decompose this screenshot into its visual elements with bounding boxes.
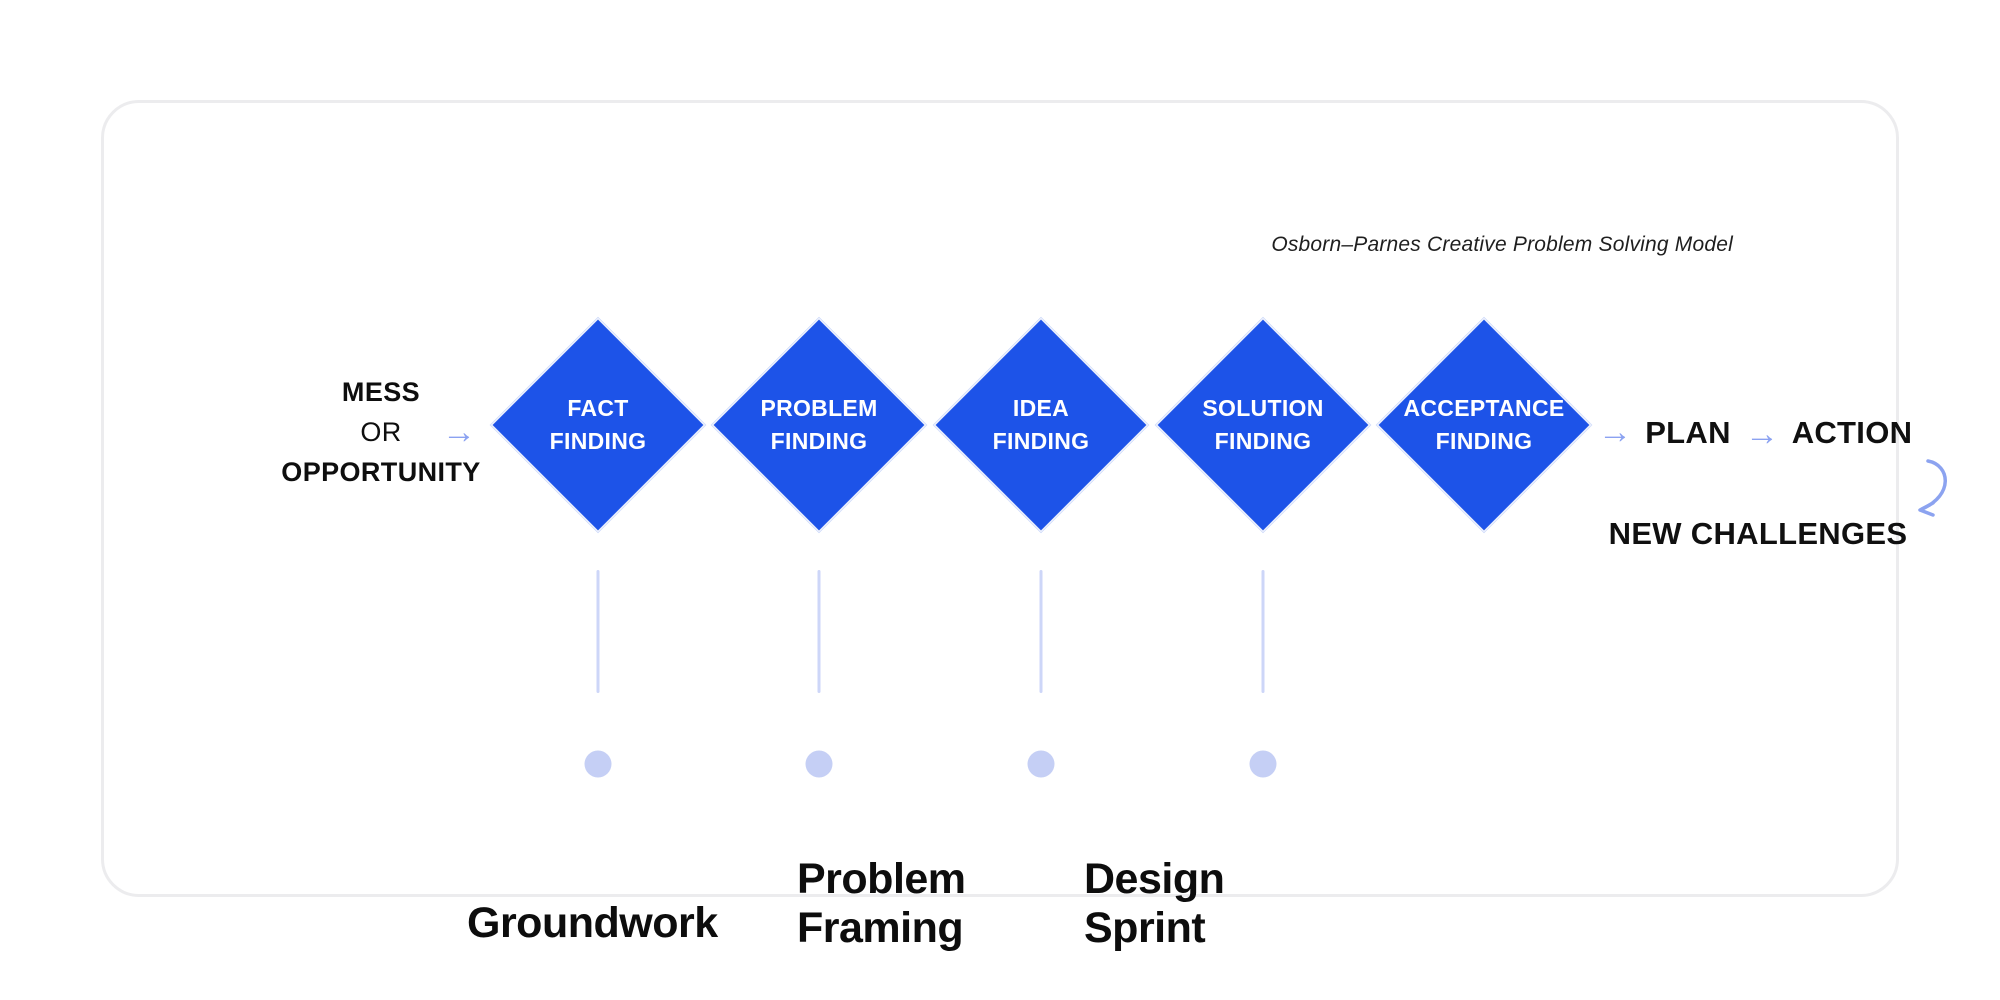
phase-label-line: Framing bbox=[797, 904, 964, 952]
arrow-right-icon: → bbox=[442, 413, 476, 451]
stage-label: PROBLEM FINDING bbox=[709, 392, 929, 458]
stage-label-line1: ACCEPTANCE bbox=[1403, 395, 1565, 421]
arrow-right-icon: → bbox=[1745, 415, 1779, 453]
stage-label-line2: FINDING bbox=[770, 428, 868, 454]
connector-dot bbox=[1249, 750, 1277, 778]
start-line-mess: MESS bbox=[341, 377, 421, 407]
stage-label: IDEA FINDING bbox=[931, 392, 1151, 458]
stage-label-line2: FINDING bbox=[549, 428, 647, 454]
diagram-card: Osborn–Parnes Creative Problem Solving M… bbox=[101, 100, 1947, 952]
stage-label-line2: FINDING bbox=[992, 428, 1090, 454]
connector-line bbox=[1039, 570, 1043, 693]
connector-line bbox=[817, 570, 821, 693]
stage-label: SOLUTION FINDING bbox=[1153, 392, 1373, 458]
arrow-right-icon: → bbox=[1598, 413, 1632, 451]
phase-label-line: Design bbox=[1084, 855, 1225, 903]
connector-dot bbox=[1027, 750, 1055, 778]
connector-line bbox=[1261, 570, 1265, 693]
phase-label-line: Sprint bbox=[1084, 904, 1206, 952]
diagram-title: Osborn–Parnes Creative Problem Solving M… bbox=[1271, 233, 1733, 256]
phase-design-sprint: Design Sprint bbox=[1084, 855, 1225, 953]
stage-label-line1: SOLUTION bbox=[1202, 395, 1324, 421]
connector-dot bbox=[584, 750, 612, 778]
stage-label-line2: FINDING bbox=[1435, 428, 1533, 454]
stage-label: FACT FINDING bbox=[488, 392, 708, 458]
stage-label-line1: PROBLEM bbox=[760, 395, 878, 421]
phase-label-line: Problem bbox=[797, 855, 966, 903]
start-line-opportunity: OPPORTUNITY bbox=[281, 457, 481, 487]
stage-label-line2: FINDING bbox=[1214, 428, 1312, 454]
stage-label-line1: FACT bbox=[567, 395, 629, 421]
phase-label-line: Groundwork bbox=[467, 899, 718, 947]
connector-dot bbox=[805, 750, 833, 778]
phase-problem-framing: Problem Framing bbox=[797, 855, 966, 953]
action-label: ACTION bbox=[1791, 415, 1913, 450]
stage-label-line1: IDEA bbox=[1012, 395, 1070, 421]
new-challenges-label: NEW CHALLENGES bbox=[1608, 516, 1908, 551]
connector-line bbox=[596, 570, 600, 693]
start-block: MESS OR OPPORTUNITY bbox=[281, 372, 480, 492]
start-line-or: OR bbox=[360, 417, 402, 447]
phase-groundwork: Groundwork bbox=[467, 899, 718, 948]
plan-label: PLAN bbox=[1645, 415, 1731, 450]
loop-arrow-icon bbox=[1918, 459, 1947, 517]
stage-label: ACCEPTANCE FINDING bbox=[1374, 392, 1594, 458]
